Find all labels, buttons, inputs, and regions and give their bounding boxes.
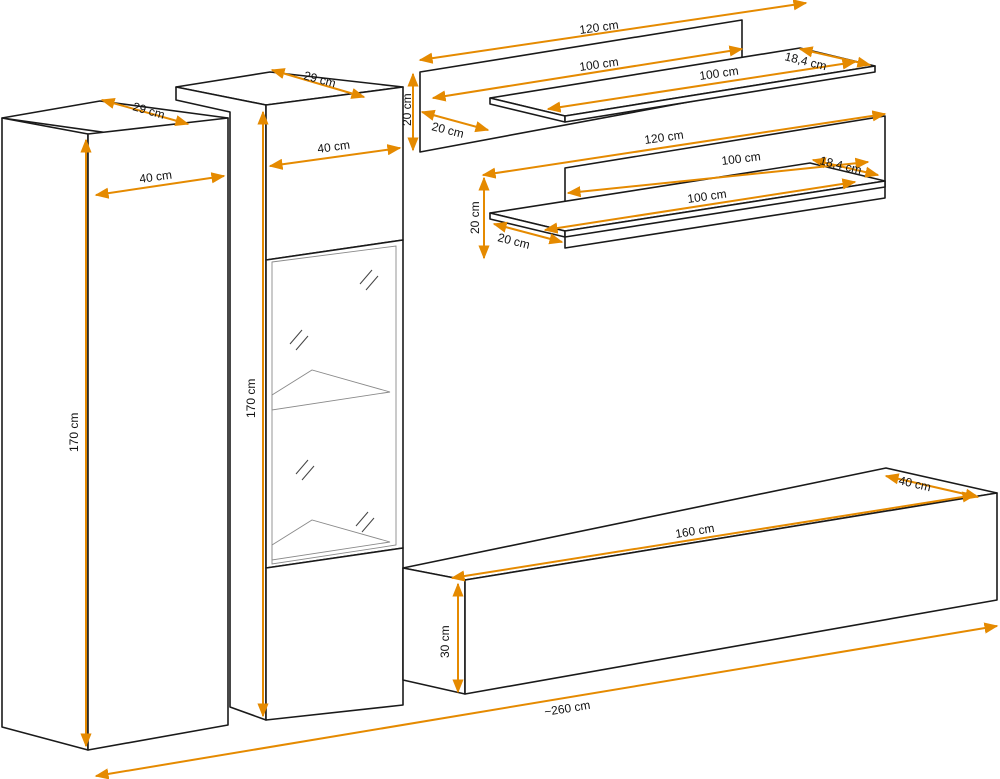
glass-reflection-marks [289,269,379,533]
dim-shelf-top-back-height: 20 cm [400,93,414,126]
dim-tall-height: 170 cm [67,413,81,452]
dim-shelf-bottom-back-width: 120 cm [643,128,684,147]
glass-shelf-upper [271,369,391,411]
tv-unit [402,467,998,695]
dim-line-vitrine-width [268,144,402,170]
dim-tv-height: 30 cm [438,625,452,658]
dim-shelf-bottom-back-height: 20 cm [468,201,482,234]
dim-shelf-bottom-depth-side: 20 cm [496,230,531,251]
vitrine-lower-door [265,547,404,721]
tall-cabinet-front [87,117,229,751]
dim-tv-width: 160 cm [674,521,715,541]
dim-line-tall-width [94,172,226,199]
dim-line-tv-width [450,491,977,582]
dim-vitrine-width: 40 cm [316,138,350,156]
dim-line-shelf-bottom-back-width [481,110,887,179]
dim-shelf-bottom-width: 100 cm [721,149,762,168]
dim-line-shelf-bottom-depth-side [492,221,564,245]
tv-unit-side [402,567,466,695]
dim-line-shelf-bottom-width-front [543,178,857,234]
tall-cabinet [1,100,229,751]
wall-shelf-bottom [489,115,886,249]
dim-line-shelf-top-depth-side [420,109,490,133]
dim-shelf-bottom-width-front: 100 cm [686,187,727,206]
dim-vitrine-height: 170 cm [244,379,258,418]
dim-line-total-width [94,622,999,779]
dim-shelf-top-back-width: 120 cm [578,18,619,37]
glass-shelf-lower [271,519,391,561]
dim-shelf-top-width-front: 100 cm [698,64,739,83]
dim-tall-width: 40 cm [138,168,172,186]
dim-line-shelf-top-width-front [546,58,857,113]
vitrine-glass-door [265,239,404,569]
dim-line-shelf-top-depth [798,46,872,68]
dim-line-shelf-bottom-depth [811,157,880,178]
dim-line-tall-depth [100,97,190,127]
vitrine-upper-door [265,86,404,261]
glass-inner-frame [271,245,397,565]
dim-line-vitrine-depth [270,68,366,99]
